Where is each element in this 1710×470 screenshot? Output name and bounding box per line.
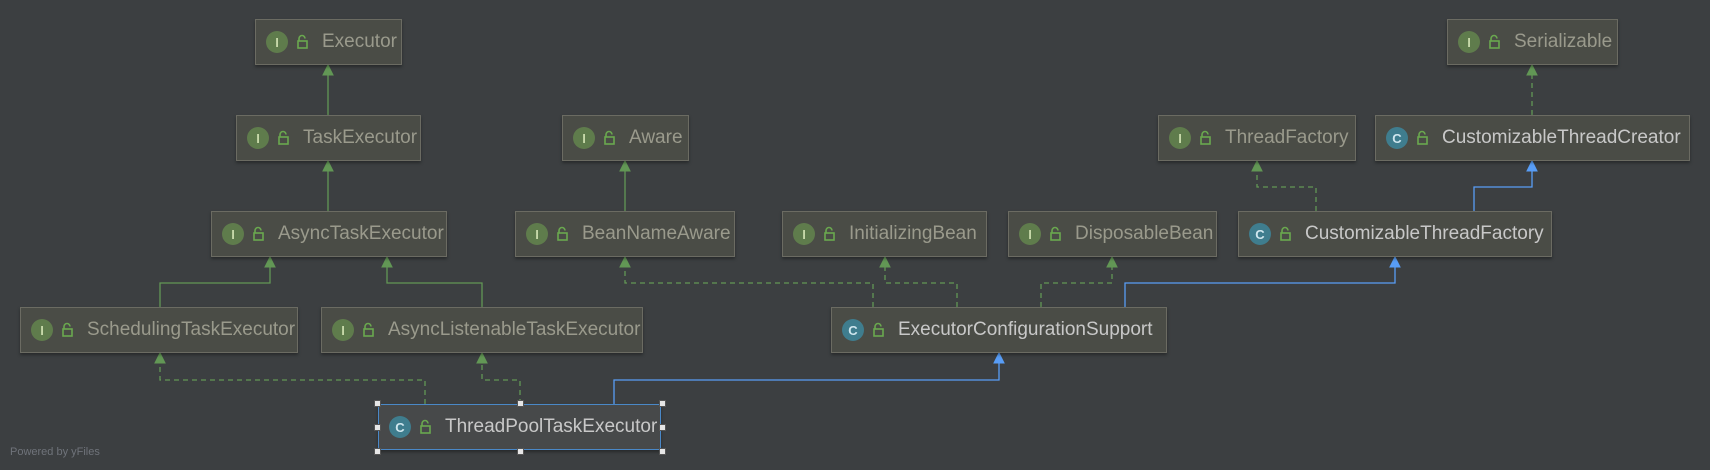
interface-icon: I (266, 31, 288, 53)
node-label: ExecutorConfigurationSupport (898, 319, 1153, 340)
public-access-icon (1049, 226, 1063, 242)
edge-executor-configuration-support-to-initializing-bean[interactable] (879, 255, 958, 307)
node-thread-pool-task-executor[interactable]: C ThreadPoolTaskExecutor (378, 404, 661, 450)
selection-handle[interactable] (659, 400, 666, 407)
public-access-icon (1199, 130, 1213, 146)
node-label: Aware (629, 127, 683, 148)
interface-icon: I (31, 319, 53, 341)
node-label: ThreadFactory (1225, 127, 1349, 148)
node-label: DisposableBean (1075, 223, 1214, 244)
public-access-icon (252, 226, 266, 242)
node-initializing-bean[interactable]: I InitializingBean (782, 211, 987, 257)
class-icon: C (1249, 223, 1271, 245)
node-aware[interactable]: I Aware (562, 115, 689, 161)
class-icon: C (842, 319, 864, 341)
public-access-icon (296, 34, 310, 50)
node-customizable-thread-creator[interactable]: C CustomizableThreadCreator (1375, 115, 1690, 161)
powered-by-footer: Powered by yFiles (10, 446, 100, 458)
public-access-icon (603, 130, 617, 146)
edge-executor-configuration-support-to-bean-name-aware[interactable] (619, 255, 874, 307)
interface-icon: I (1169, 127, 1191, 149)
node-label: AsyncTaskExecutor (278, 223, 444, 244)
selection-handle[interactable] (374, 400, 381, 407)
node-label: ThreadPoolTaskExecutor (445, 416, 658, 437)
interface-icon: I (1458, 31, 1480, 53)
selection-handle[interactable] (659, 424, 666, 431)
edge-thread-pool-task-executor-to-async-listenable-task-executor[interactable] (476, 351, 521, 404)
public-access-icon (556, 226, 570, 242)
selection-handle[interactable] (659, 448, 666, 455)
node-label: CustomizableThreadFactory (1305, 223, 1544, 244)
node-serializable[interactable]: I Serializable (1447, 19, 1618, 65)
node-label: TaskExecutor (303, 127, 418, 148)
public-access-icon (1488, 34, 1502, 50)
edge-customizable-thread-factory-to-thread-factory[interactable] (1251, 159, 1317, 211)
selection-handle[interactable] (374, 424, 381, 431)
node-async-listenable-task-executor[interactable]: I AsyncListenableTaskExecutor (321, 307, 643, 353)
node-label: SchedulingTaskExecutor (87, 319, 296, 340)
interface-icon: I (1019, 223, 1041, 245)
node-task-executor[interactable]: I TaskExecutor (236, 115, 421, 161)
interface-icon: I (222, 223, 244, 245)
node-label: AsyncListenableTaskExecutor (388, 319, 641, 340)
node-customizable-thread-factory[interactable]: C CustomizableThreadFactory (1238, 211, 1552, 257)
public-access-icon (872, 322, 886, 338)
interface-icon: I (573, 127, 595, 149)
edge-thread-pool-task-executor-to-executor-configuration-support[interactable] (613, 351, 1005, 404)
edge-scheduling-task-executor-to-async-task-executor[interactable] (159, 255, 276, 307)
node-label: CustomizableThreadCreator (1442, 127, 1681, 148)
selection-handle[interactable] (374, 448, 381, 455)
edge-thread-pool-task-executor-to-scheduling-task-executor[interactable] (154, 351, 426, 404)
node-label: Serializable (1514, 31, 1613, 52)
node-disposable-bean[interactable]: I DisposableBean (1008, 211, 1217, 257)
public-access-icon (419, 419, 433, 435)
edge-executor-configuration-support-to-customizable-thread-factory[interactable] (1124, 255, 1401, 307)
node-label: Executor (322, 31, 397, 52)
node-async-task-executor[interactable]: I AsyncTaskExecutor (211, 211, 447, 257)
interface-icon: I (793, 223, 815, 245)
public-access-icon (1279, 226, 1293, 242)
edge-executor-configuration-support-to-disposable-bean[interactable] (1040, 255, 1118, 307)
class-icon: C (389, 416, 411, 438)
edge-async-listenable-task-executor-to-async-task-executor[interactable] (381, 255, 483, 307)
edge-customizable-thread-factory-to-customizable-thread-creator[interactable] (1473, 159, 1538, 211)
selection-handle[interactable] (516, 400, 524, 407)
public-access-icon (823, 226, 837, 242)
node-executor[interactable]: I Executor (255, 19, 402, 65)
node-label: BeanNameAware (582, 223, 731, 244)
class-icon: C (1386, 127, 1408, 149)
node-label: InitializingBean (849, 223, 977, 244)
node-bean-name-aware[interactable]: I BeanNameAware (515, 211, 735, 257)
public-access-icon (1416, 130, 1430, 146)
public-access-icon (61, 322, 75, 338)
public-access-icon (362, 322, 376, 338)
interface-icon: I (526, 223, 548, 245)
node-thread-factory[interactable]: I ThreadFactory (1158, 115, 1356, 161)
interface-icon: I (332, 319, 354, 341)
node-executor-configuration-support[interactable]: C ExecutorConfigurationSupport (831, 307, 1167, 353)
node-scheduling-task-executor[interactable]: I SchedulingTaskExecutor (20, 307, 298, 353)
edges-layer (154, 63, 1538, 404)
interface-icon: I (247, 127, 269, 149)
public-access-icon (277, 130, 291, 146)
selection-handle[interactable] (516, 448, 524, 455)
